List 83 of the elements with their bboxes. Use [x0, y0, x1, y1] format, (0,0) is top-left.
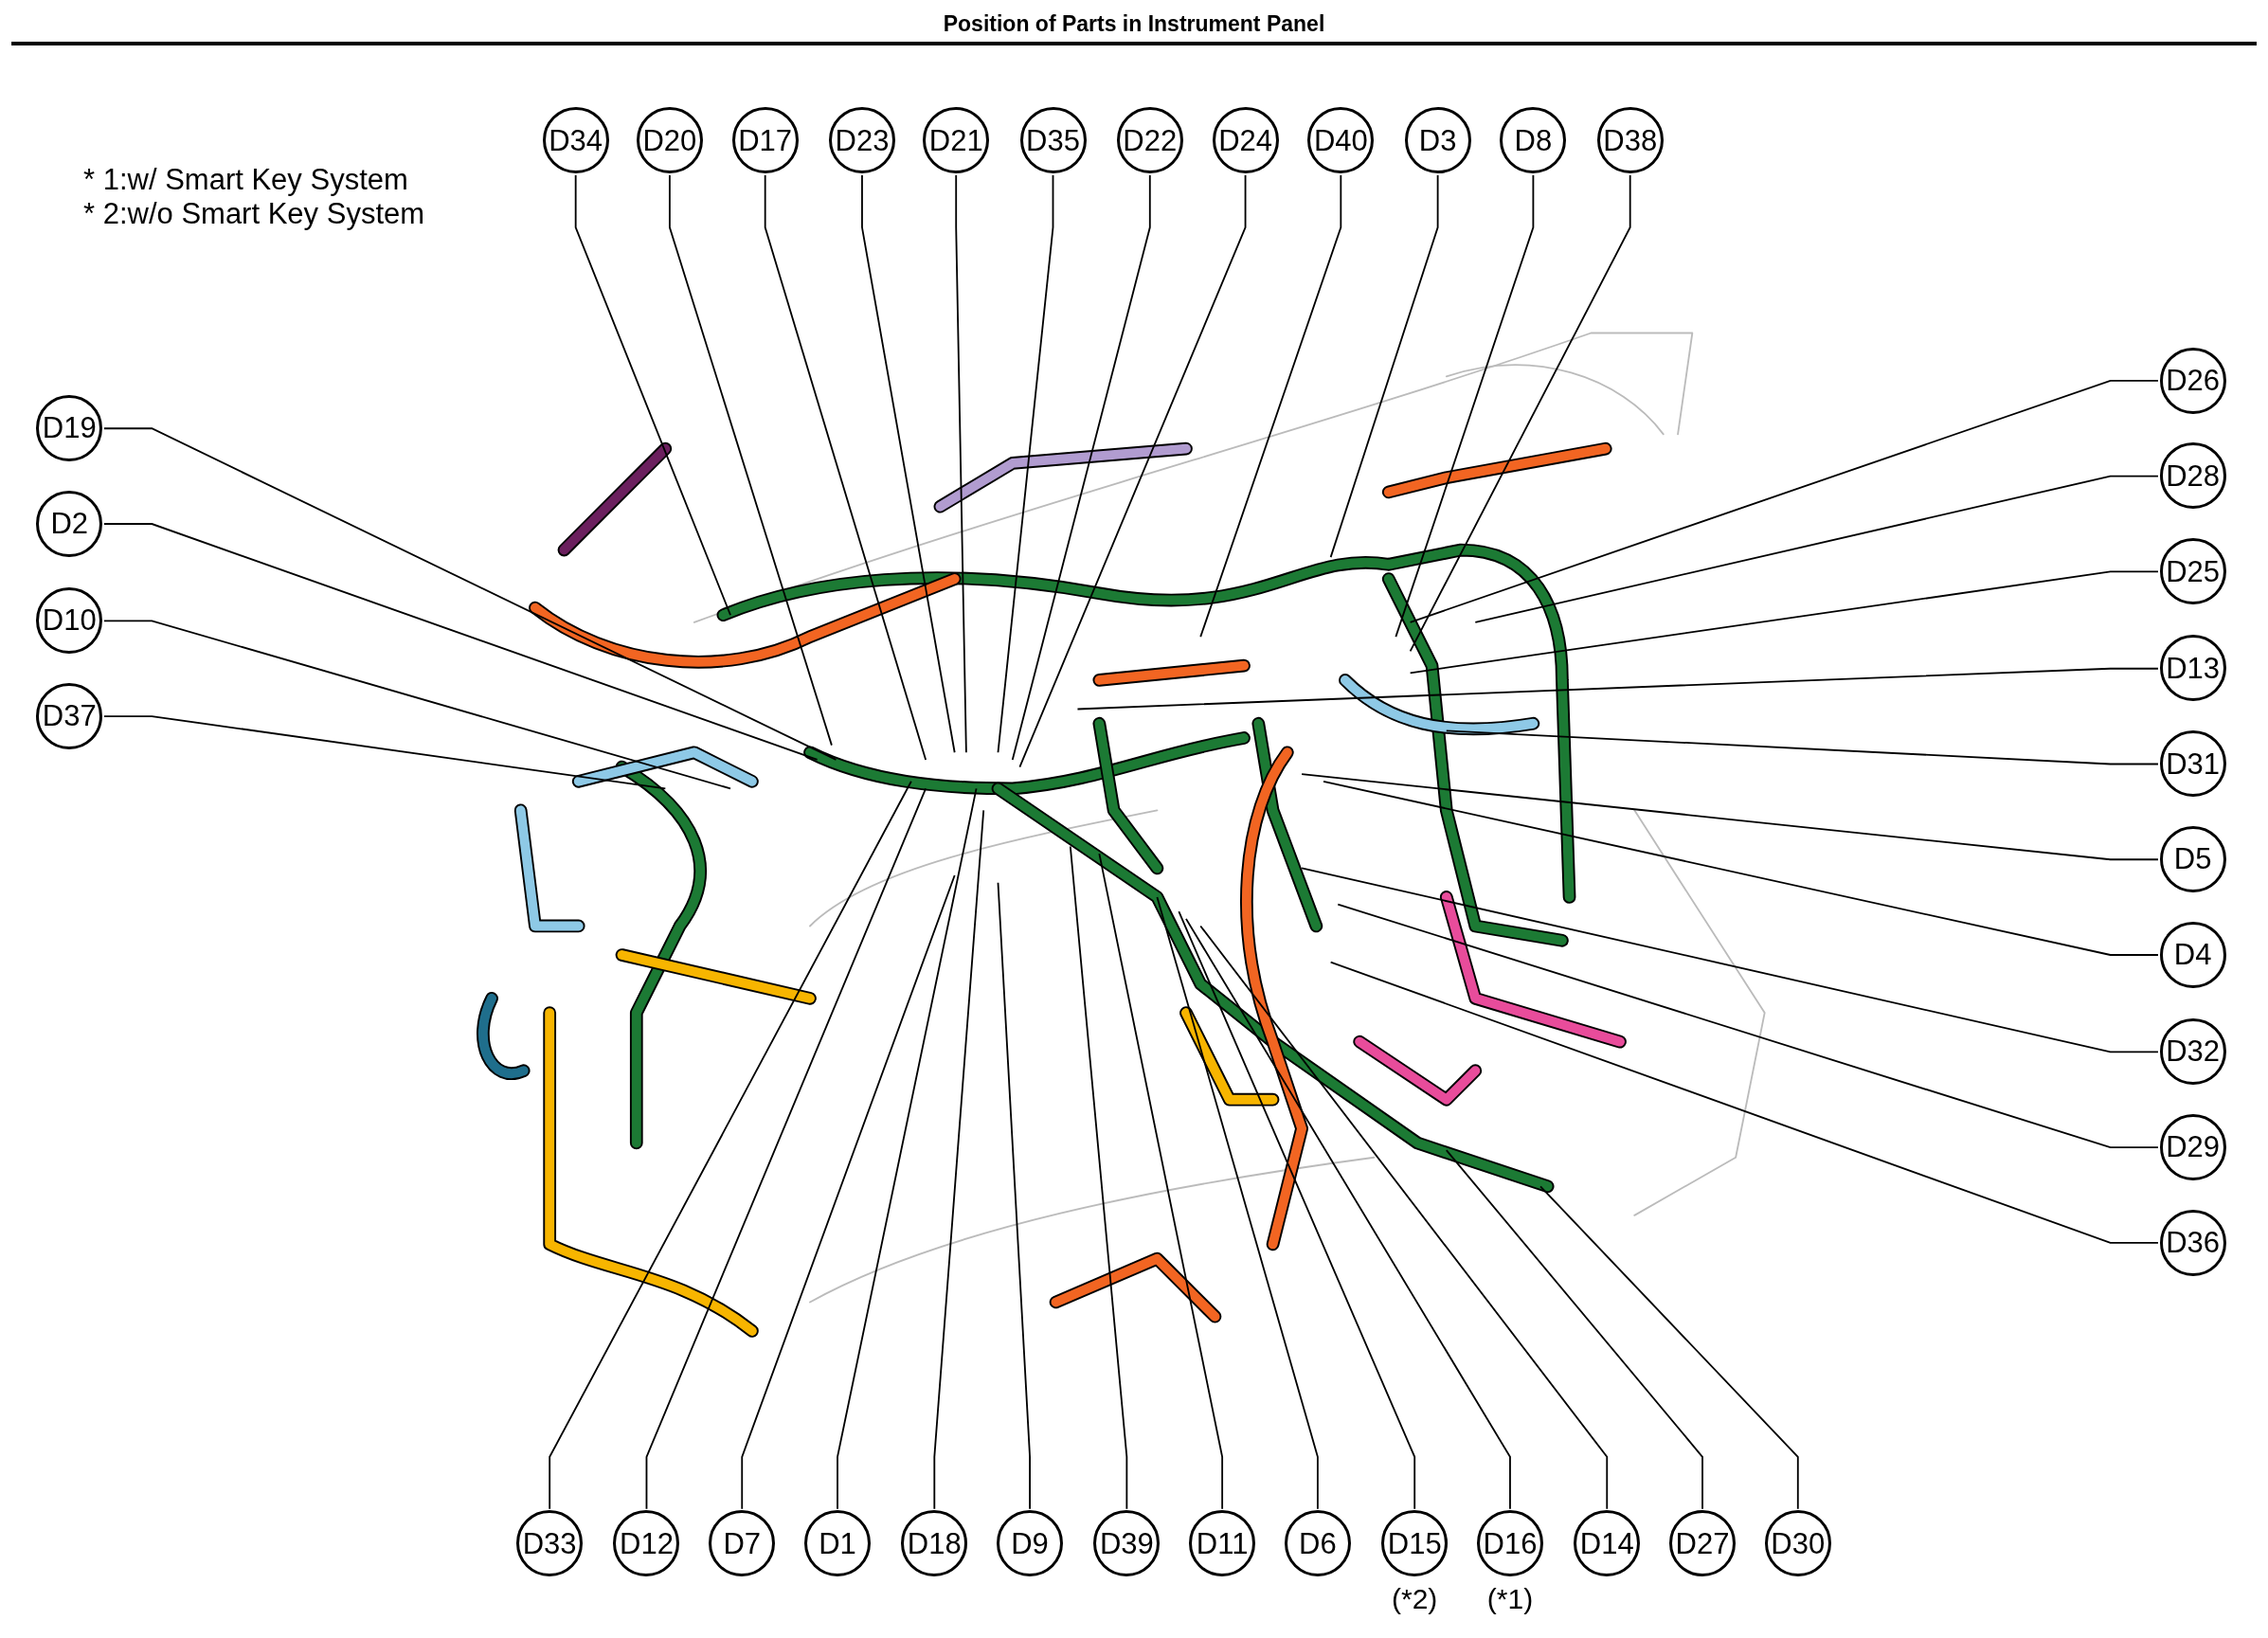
footnote-text: * 2:w/o Smart Key System — [83, 197, 425, 231]
leader-line — [549, 780, 912, 1510]
leader-line — [1185, 917, 1511, 1510]
leader-line — [669, 174, 833, 747]
leader-line — [1323, 780, 2159, 956]
connector-callout-circle: D21 — [923, 107, 990, 174]
callout-note: (*2) — [1392, 1583, 1438, 1616]
connector-callout-circle: D39 — [1093, 1510, 1161, 1577]
leader-line — [103, 427, 837, 761]
leader-line — [1445, 729, 2159, 765]
leader-line — [1199, 174, 1342, 639]
leader-line — [1329, 174, 1439, 559]
connector-callout-circle: D6 — [1284, 1510, 1351, 1577]
connector-callout-circle: D33 — [516, 1510, 584, 1577]
connector-callout-circle: D5 — [2159, 825, 2226, 892]
leader-line — [1178, 910, 1416, 1510]
connector-callout-circle: D7 — [709, 1510, 776, 1577]
leader-line — [103, 715, 667, 790]
connector-callout-circle: D9 — [997, 1510, 1064, 1577]
connector-callout-circle: D20 — [636, 107, 703, 174]
connector-callout-circle: D13 — [2159, 635, 2226, 702]
leader-line — [1409, 174, 1631, 653]
leader-line — [837, 787, 978, 1510]
connector-callout-circle: D18 — [901, 1510, 968, 1577]
connector-callout-circle: D37 — [36, 682, 103, 749]
leader-line — [1539, 1185, 1799, 1510]
connector-callout-circle: D3 — [1404, 107, 1471, 174]
connector-callout-circle: D1 — [804, 1510, 871, 1577]
connector-callout-circle: D2 — [36, 490, 103, 557]
leader-line — [1076, 667, 2159, 711]
connector-callout-circle: D28 — [2159, 442, 2226, 510]
connector-callout-circle: D26 — [2159, 347, 2226, 414]
leader-line — [1409, 570, 2159, 675]
connector-callout-circle: D25 — [2159, 538, 2226, 605]
leader-line — [1474, 475, 2159, 623]
leader-line — [997, 881, 1031, 1510]
connector-callout-circle: D10 — [36, 587, 103, 654]
leader-line — [1409, 379, 2159, 623]
leader-line — [997, 174, 1054, 754]
leader-line — [1395, 174, 1535, 639]
connector-callout-circle: D27 — [1669, 1510, 1736, 1577]
connector-callout-circle: D17 — [731, 107, 799, 174]
leader-line — [764, 174, 927, 761]
leader-line — [741, 874, 956, 1510]
diagram-title: Position of Parts in Instrument Panel — [942, 11, 1326, 37]
connector-callout-circle: D12 — [613, 1510, 680, 1577]
leader-line — [574, 174, 731, 617]
leader-line — [1018, 174, 1247, 768]
callout-note: (*1) — [1486, 1583, 1534, 1616]
leader-line — [1098, 853, 1224, 1510]
leader-line — [1156, 896, 1319, 1510]
leader-line — [1199, 925, 1609, 1510]
connector-callout-circle: D30 — [1764, 1510, 1831, 1577]
leader-line — [1301, 867, 2159, 1053]
connector-callout-circle: D40 — [1307, 107, 1375, 174]
leader-line — [1069, 845, 1128, 1510]
leader-line — [1337, 903, 2159, 1148]
connector-callout-circle: D32 — [2159, 1017, 2226, 1085]
leader-line — [1329, 961, 2159, 1244]
connector-callout-circle: D34 — [542, 107, 609, 174]
leader-line — [1301, 773, 2159, 861]
connector-callout-circle: D29 — [2159, 1113, 2226, 1180]
leader-line — [933, 809, 985, 1510]
connector-callout-circle: D14 — [1574, 1510, 1641, 1577]
connector-callout-circle: D4 — [2159, 921, 2226, 988]
connector-callout-circle: D11 — [1189, 1510, 1256, 1577]
leader-line — [645, 787, 927, 1510]
connector-callout-circle: D38 — [1596, 107, 1664, 174]
connector-callout-circle: D35 — [1019, 107, 1087, 174]
connector-callout-circle: D23 — [828, 107, 895, 174]
connector-callout-circle: D19 — [36, 394, 103, 461]
leader-line — [1011, 174, 1151, 761]
leader-line — [955, 174, 967, 754]
leader-line — [103, 523, 819, 761]
leader-line — [103, 620, 731, 790]
footnote-text: * 1:w/ Smart Key System — [83, 163, 408, 197]
connector-callout-circle: D36 — [2159, 1209, 2226, 1276]
connector-callout-circle: D22 — [1116, 107, 1183, 174]
leader-line — [861, 174, 956, 754]
connector-callout-circle: D8 — [1500, 107, 1567, 174]
connector-callout-circle: D24 — [1212, 107, 1279, 174]
leader-line — [1445, 1149, 1703, 1510]
connector-callout-circle: D31 — [2159, 730, 2226, 798]
